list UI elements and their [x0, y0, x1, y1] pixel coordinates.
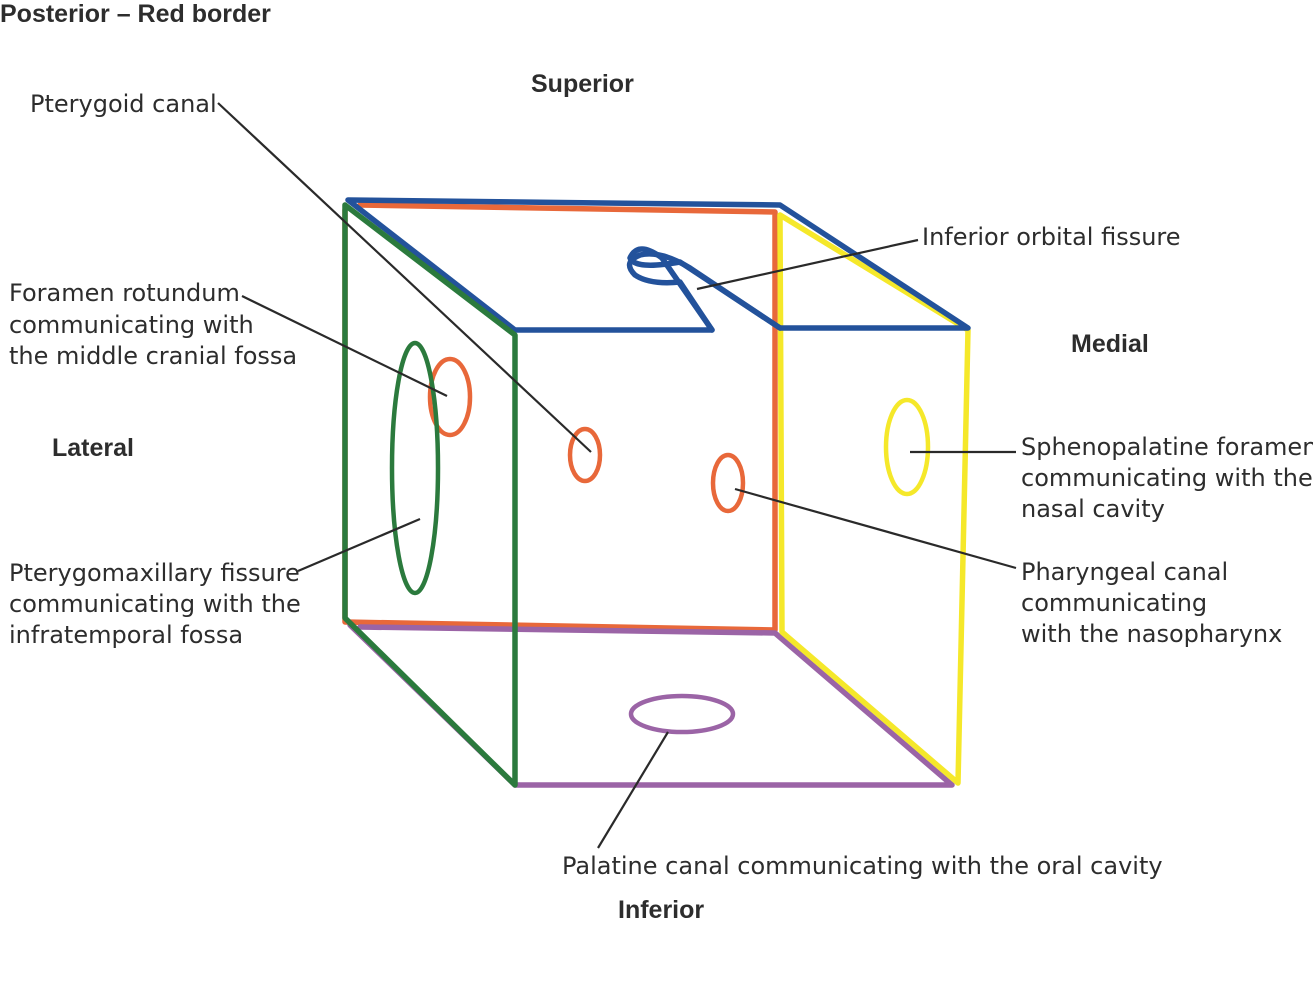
inferior-orbital-fissure-leader	[696, 238, 919, 291]
pterygoid-canal-leader	[217, 102, 592, 453]
sphenopalatine-foramen-label: Sphenopalatine foramen communicating wit…	[1021, 433, 1313, 523]
pterygomaxillary-fissure-label: Pterygomaxillary fissure communicating w…	[9, 559, 301, 649]
superior-direction-label: Superior	[531, 70, 634, 98]
pharyngeal-canal-label-line: Pharyngeal canal	[1021, 558, 1228, 586]
palatine-canal-leader	[597, 731, 669, 849]
pterygomaxillary-fissure-leader	[297, 517, 421, 573]
medial-face	[777, 212, 971, 786]
foramen-rotundum-label: Foramen rotundum communicating with the …	[9, 279, 297, 370]
sphenopalatine-foramen-label-line: nasal cavity	[1021, 495, 1165, 523]
pterygoid-canal-label: Pterygoid canal	[30, 90, 217, 118]
pterygomaxillary-fissure-label-line: Pterygomaxillary fissure	[9, 559, 300, 587]
diagram-title: Posterior – Red border	[0, 0, 271, 28]
pterygomaxillary-fissure-label-line: communicating with the	[9, 590, 301, 618]
pharyngeal-canal-label-line: communicating	[1021, 589, 1207, 617]
foramen-rotundum-leader	[241, 295, 448, 397]
posterior-face	[342, 202, 778, 633]
pterygomaxillary-fissure-opening	[389, 340, 441, 596]
medial-face-border	[777, 212, 971, 786]
foramen-rotundum-label-line: the middle cranial fossa	[9, 342, 297, 370]
foramen-rotundum-opening	[427, 356, 473, 438]
superior-face	[345, 197, 971, 333]
lateral-face	[342, 202, 518, 788]
sphenopalatine-foramen-label-line: communicating with the	[1021, 464, 1313, 492]
pharyngeal-canal-label: Pharyngeal canal communicating with the …	[1021, 558, 1282, 648]
pharyngeal-canal-leader	[734, 487, 1017, 570]
pterygoid-canal-opening	[567, 426, 603, 484]
sphenopalatine-foramen-label-line: Sphenopalatine foramen	[1021, 433, 1313, 461]
pharyngeal-canal-opening	[710, 452, 746, 514]
lateral-face-border	[342, 202, 518, 788]
foramen-rotundum-label-line: communicating with	[9, 311, 254, 339]
sphenopalatine-foramen-opening	[883, 397, 931, 497]
foramen-rotundum-label-line: Foramen rotundum	[9, 279, 240, 307]
palatine-canal-label: Palatine canal communicating with the or…	[562, 852, 1163, 880]
inferior-orbital-fissure-label: Inferior orbital fissure	[922, 223, 1181, 251]
medial-direction-label: Medial	[1071, 330, 1149, 358]
pterygomaxillary-fissure-label-line: infratemporal fossa	[9, 621, 243, 649]
lateral-direction-label: Lateral	[52, 434, 134, 462]
palatine-canal-opening	[628, 693, 736, 735]
leader-lines	[217, 102, 1017, 849]
posterior-face-border	[342, 202, 778, 633]
pharyngeal-canal-label-line: with the nasopharynx	[1021, 620, 1282, 648]
inferior-orbital-fissure-outline	[626, 251, 783, 333]
inferior-direction-label: Inferior	[618, 896, 704, 924]
